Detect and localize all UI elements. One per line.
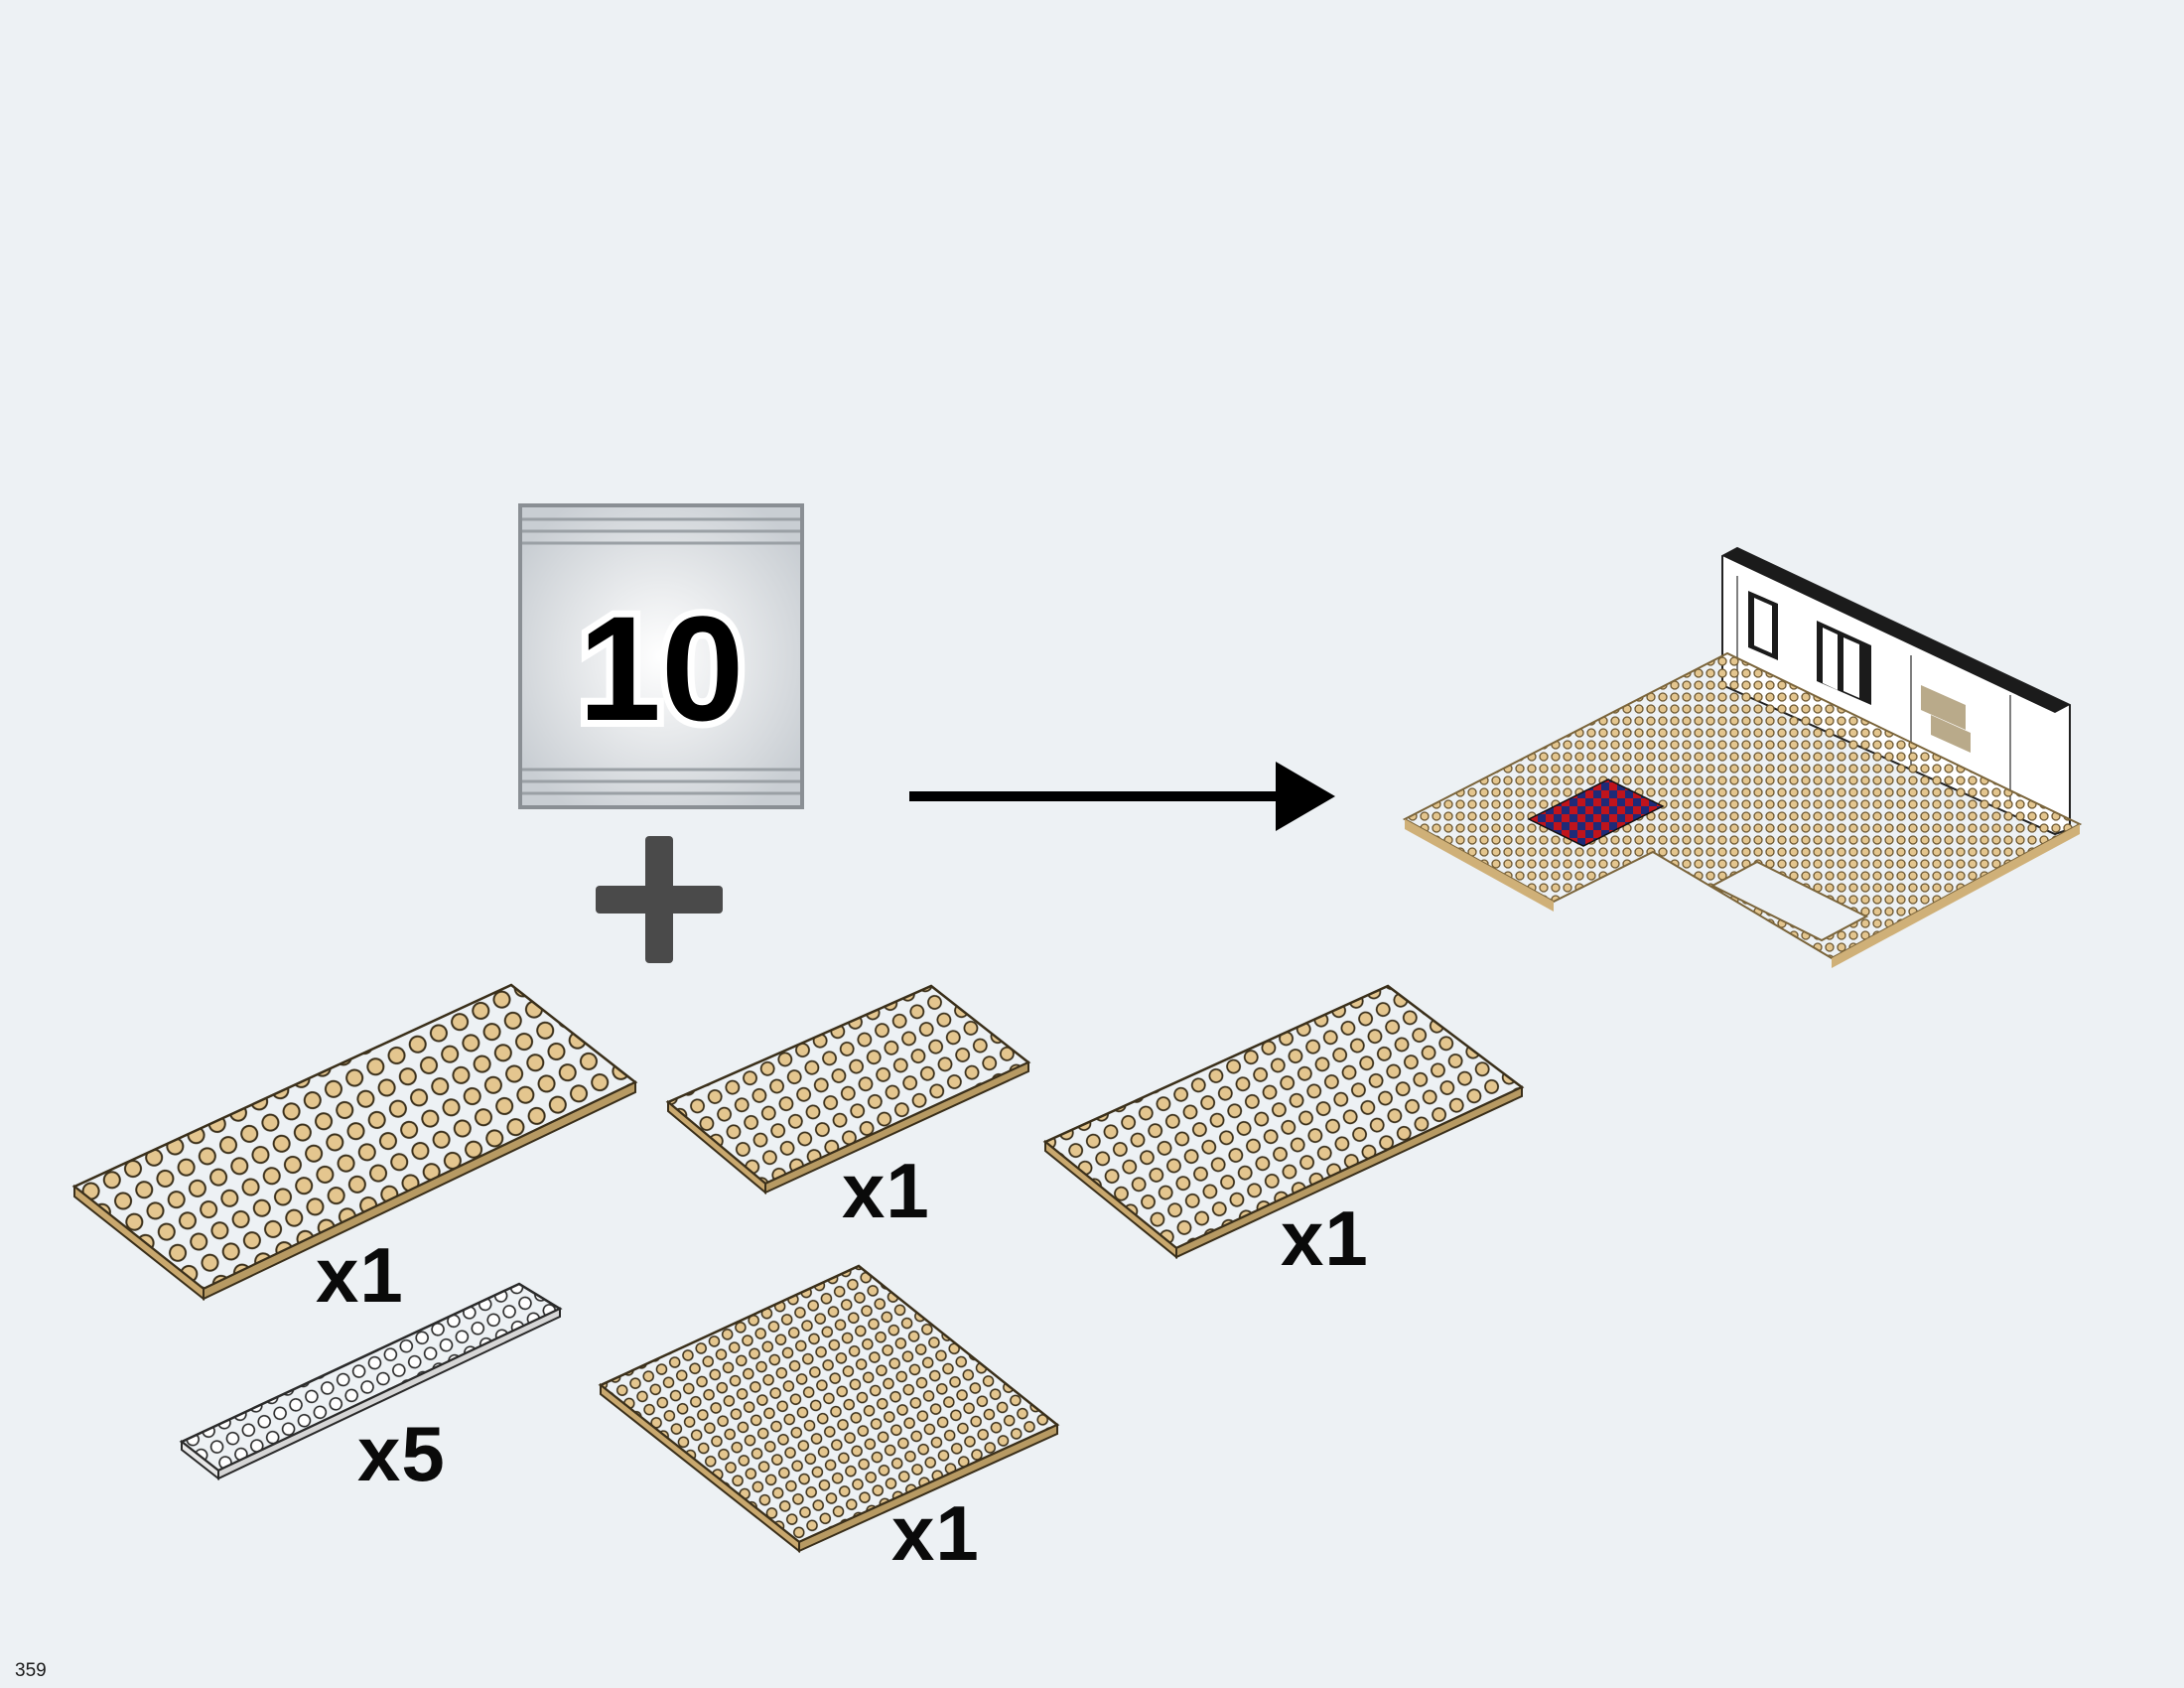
result-model-image — [1402, 546, 2083, 968]
part-quantity: x1 — [1281, 1195, 1369, 1282]
part-quantity: x1 — [316, 1231, 404, 1319]
part-quantity: x1 — [842, 1147, 930, 1234]
part-tan-plate-8x16-image — [1042, 984, 1525, 1260]
plus-icon — [596, 836, 723, 963]
arrow-right-icon — [909, 762, 1335, 831]
part-tan-plate-6x16-image — [71, 983, 638, 1301]
bag-number: 10 — [579, 585, 745, 752]
part-quantity: x1 — [891, 1489, 980, 1577]
part-tan-plate-6x12-image — [665, 984, 1031, 1196]
page-number: 359 — [15, 1660, 47, 1681]
part-white-plate-2x16-image — [179, 1282, 563, 1481]
part-quantity: x5 — [357, 1410, 446, 1497]
part-tan-plate-16x16-image — [598, 1264, 1060, 1554]
bag-10-icon: 10 — [518, 503, 804, 809]
